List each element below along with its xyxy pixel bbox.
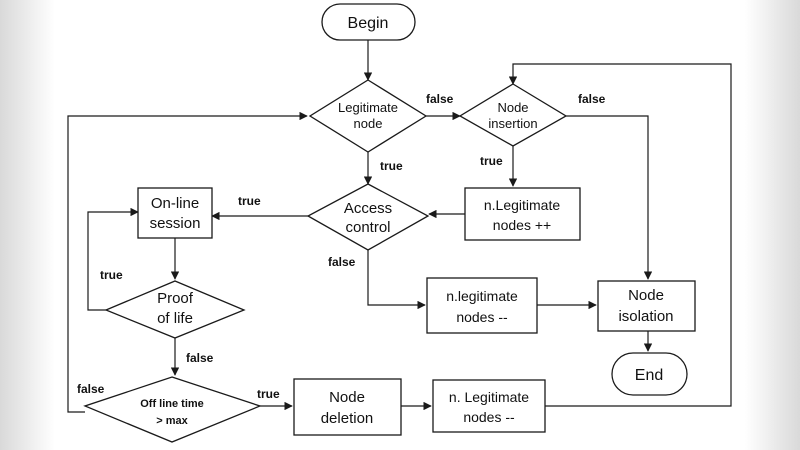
node-isolation-process (597, 280, 696, 332)
edge-label-proof-true: true (100, 268, 123, 282)
legitimate-increment-process (464, 187, 581, 241)
edge-label-legitimate-false: false (426, 92, 454, 106)
edge-label-proof-false: false (186, 351, 214, 365)
proof-of-life-decision (104, 280, 246, 339)
edge-label-access-false: false (328, 255, 356, 269)
legitimate-node-decision (308, 79, 428, 153)
edge-offline-to-legitimate (67, 111, 308, 413)
edge-decrement2-to-insertion (508, 63, 732, 407)
legitimate-decrement-process-2 (432, 379, 546, 433)
begin-label: Begin (348, 15, 389, 32)
edge-label-offline-true: true (257, 387, 280, 401)
offline-time-decision (83, 376, 262, 443)
edge-label-insertion-false: false (578, 92, 606, 106)
access-control-decision (306, 183, 430, 251)
edge-access-to-decrement1 (367, 250, 426, 310)
node-insertion-decision (458, 83, 568, 147)
edge-label-offline-false: false (77, 382, 105, 396)
online-session-process (137, 187, 213, 239)
end-label: End (635, 367, 663, 384)
edge-label-insertion-true: true (480, 154, 503, 168)
begin-terminal (321, 3, 416, 41)
legitimate-decrement-process-1 (426, 277, 538, 334)
edge-insertion-to-isolation (566, 115, 653, 280)
offline-time-label: Off line time> max (140, 398, 204, 427)
node-deletion-process (293, 378, 402, 436)
edge-label-legitimate-true: true (380, 159, 403, 173)
shapes (83, 3, 696, 443)
edge-proof-loop-to-online (87, 207, 139, 311)
end-terminal (611, 352, 688, 396)
connectors (67, 40, 732, 413)
edge-labels: false false true true true false true fa… (77, 92, 606, 401)
edge-label-access-true: true (238, 194, 261, 208)
